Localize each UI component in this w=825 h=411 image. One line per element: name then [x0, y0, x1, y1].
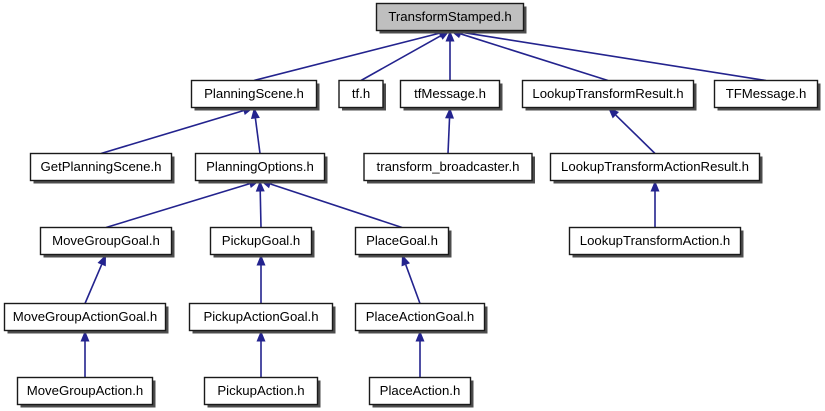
node-box[interactable] [209, 226, 313, 256]
graph-edge [260, 179, 403, 229]
node-label: tf.h [352, 86, 370, 101]
graph-edge [445, 30, 455, 81]
graph-edge [650, 180, 660, 228]
node-box[interactable] [368, 376, 472, 406]
graph-edge [445, 107, 455, 154]
graph-edge [250, 107, 261, 154]
graph-edge [105, 179, 260, 229]
node-box[interactable] [713, 79, 819, 109]
node-label: PlaceActionGoal.h [366, 309, 475, 324]
graph-edge [415, 330, 425, 378]
graph-edge [360, 30, 450, 82]
node-box[interactable] [39, 226, 173, 256]
node-box[interactable] [375, 2, 525, 32]
node-box[interactable] [190, 79, 318, 109]
graph-node-tf[interactable]: tf.h [338, 79, 386, 111]
node-label: LookupTransformResult.h [532, 86, 683, 101]
node-box[interactable] [338, 79, 384, 109]
graph-node-movegroupactiongoal[interactable]: MoveGroupActionGoal.h [3, 302, 169, 334]
node-box[interactable] [549, 152, 761, 182]
graph-node-planningscene[interactable]: PlanningScene.h [190, 79, 320, 111]
node-box[interactable] [354, 302, 486, 332]
node-label: PlanningScene.h [204, 86, 304, 101]
node-label: TFMessage.h [726, 86, 807, 101]
node-box[interactable] [568, 226, 742, 256]
graph-node-tfmessage_cap[interactable]: TFMessage.h [713, 79, 821, 111]
node-label: MoveGroupAction.h [27, 383, 144, 398]
node-label: transform_broadcaster.h [377, 159, 520, 174]
node-label: LookupTransformActionResult.h [561, 159, 749, 174]
node-box[interactable] [363, 152, 533, 182]
node-label: MoveGroupActionGoal.h [13, 309, 157, 324]
graph-node-getplanningscene[interactable]: GetPlanningScene.h [29, 152, 175, 184]
graph-edge [256, 254, 266, 304]
node-label: PickupActionGoal.h [203, 309, 318, 324]
graph-edge [401, 254, 421, 304]
graph-node-movegroupgoal[interactable]: MoveGroupGoal.h [39, 226, 175, 258]
node-label: PlanningOptions.h [206, 159, 314, 174]
node-box[interactable] [194, 152, 326, 182]
graph-edge [84, 254, 106, 304]
node-box[interactable] [354, 226, 450, 256]
node-box[interactable] [203, 376, 319, 406]
graph-node-placeaction[interactable]: PlaceAction.h [368, 376, 474, 408]
node-label: PickupAction.h [217, 383, 304, 398]
graph-edge [450, 29, 609, 82]
graph-node-placeactiongoal[interactable]: PlaceActionGoal.h [354, 302, 488, 334]
node-label: MoveGroupGoal.h [52, 233, 160, 248]
graph-edge [100, 106, 254, 155]
graph-node-planningoptions[interactable]: PlanningOptions.h [194, 152, 328, 184]
node-box[interactable] [16, 376, 154, 406]
graph-node-transformstamped[interactable]: TransformStamped.h [375, 2, 527, 34]
node-label: tfMessage.h [414, 86, 486, 101]
graph-node-pickupaction[interactable]: PickupAction.h [203, 376, 321, 408]
graph-node-tfmessage[interactable]: tfMessage.h [399, 79, 503, 111]
node-label: TransformStamped.h [388, 9, 511, 24]
node-label: PlaceGoal.h [366, 233, 438, 248]
graph-edge [80, 330, 90, 378]
graph-node-lookuptransformactionresult[interactable]: LookupTransformActionResult.h [549, 152, 763, 184]
graph-node-pickupactiongoal[interactable]: PickupActionGoal.h [188, 302, 336, 334]
graph-node-pickupgoal[interactable]: PickupGoal.h [209, 226, 315, 258]
node-box[interactable] [3, 302, 167, 332]
graph-node-placegoal[interactable]: PlaceGoal.h [354, 226, 452, 258]
graph-node-transform_broadcaster[interactable]: transform_broadcaster.h [363, 152, 535, 184]
graph-node-lookuptransformresult[interactable]: LookupTransformResult.h [521, 79, 697, 111]
graph-edge [253, 28, 450, 82]
node-label: LookupTransformAction.h [580, 233, 731, 248]
graph-edge [255, 180, 265, 228]
node-box[interactable] [29, 152, 173, 182]
graph-edge [450, 27, 767, 82]
node-box[interactable] [399, 79, 501, 109]
graph-node-movegroupaction[interactable]: MoveGroupAction.h [16, 376, 156, 408]
graph-edge [256, 330, 266, 378]
graph-edge [608, 107, 656, 155]
node-box[interactable] [521, 79, 695, 109]
node-label: PlaceAction.h [380, 383, 461, 398]
node-label: GetPlanningScene.h [41, 159, 162, 174]
graph-node-lookuptransformaction[interactable]: LookupTransformAction.h [568, 226, 744, 258]
node-box[interactable] [188, 302, 334, 332]
node-label: PickupGoal.h [222, 233, 300, 248]
